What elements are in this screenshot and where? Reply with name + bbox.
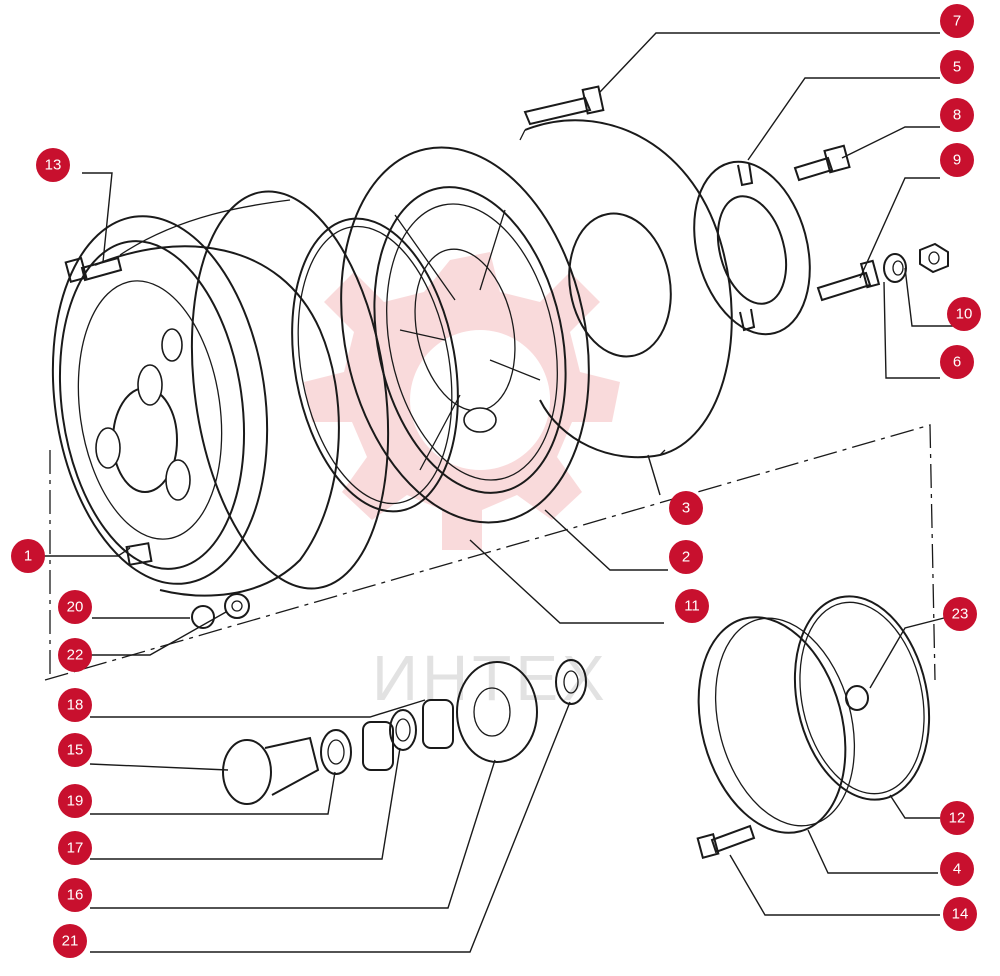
svg-text:21: 21 [62, 933, 79, 950]
part-o-ring [291, 217, 459, 513]
svg-text:2: 2 [682, 549, 690, 566]
part-washer-19 [320, 729, 352, 775]
callout-20: 20 [58, 590, 92, 624]
part-carrier-plate [519, 119, 733, 459]
svg-text:12: 12 [949, 810, 966, 827]
callout-1: 1 [11, 539, 45, 573]
callout-19: 19 [58, 784, 92, 818]
svg-text:14: 14 [952, 906, 969, 923]
callout-12: 12 [940, 801, 974, 835]
svg-text:8: 8 [953, 107, 961, 124]
callouts: 1 2 3 4 5 6 7 8 9 10 11 12 13 14 15 16 1… [11, 4, 981, 958]
callout-7: 7 [940, 4, 974, 38]
callout-13: 13 [36, 148, 70, 182]
callout-22: 22 [58, 638, 92, 672]
svg-text:15: 15 [67, 742, 84, 759]
part-cover-4 [697, 616, 856, 834]
part-thrust-washer [693, 160, 811, 336]
svg-text:13: 13 [45, 157, 62, 174]
svg-text:4: 4 [953, 861, 961, 878]
leader-lines [44, 32, 955, 953]
part-nut-10 [919, 242, 949, 274]
svg-text:6: 6 [953, 354, 961, 371]
svg-text:23: 23 [952, 606, 969, 623]
callout-11: 11 [675, 589, 709, 623]
part-planet-gear-16 [456, 661, 538, 763]
part-plug-23 [845, 685, 869, 711]
svg-text:5: 5 [953, 59, 961, 76]
callout-8: 8 [940, 98, 974, 132]
part-washer-22 [224, 593, 250, 619]
part-plug-20 [191, 605, 215, 629]
svg-text:9: 9 [953, 152, 961, 169]
callout-21: 21 [53, 924, 87, 958]
part-ring-gear [340, 146, 590, 524]
callout-17: 17 [58, 831, 92, 865]
callout-3: 3 [669, 491, 703, 525]
part-nut-6 [883, 253, 907, 283]
part-bolt-14 [696, 824, 756, 859]
svg-text:10: 10 [956, 306, 973, 323]
callout-9: 9 [940, 143, 974, 177]
callout-2: 2 [669, 540, 703, 574]
part-spacer-17 [389, 709, 417, 751]
part-planet-pin [222, 736, 320, 805]
watermark-gear-icon [304, 252, 620, 550]
part-bolt-8 [793, 144, 851, 182]
svg-text:17: 17 [67, 840, 84, 857]
part-bearing-18 [362, 699, 454, 771]
part-washer-21 [555, 659, 587, 705]
part-gasket-12 [793, 595, 931, 801]
part-bolt-9 [816, 259, 881, 302]
svg-text:1: 1 [24, 548, 32, 565]
part-hub-housing [51, 190, 390, 597]
callout-16: 16 [58, 878, 92, 912]
svg-text:16: 16 [67, 887, 84, 904]
svg-text:19: 19 [67, 793, 84, 810]
callout-23: 23 [943, 597, 977, 631]
callout-6: 6 [940, 345, 974, 379]
svg-text:3: 3 [682, 500, 690, 517]
callout-15: 15 [58, 733, 92, 767]
callout-4: 4 [940, 852, 974, 886]
callout-10: 10 [947, 297, 981, 331]
callout-18: 18 [58, 688, 92, 722]
svg-text:18: 18 [67, 697, 84, 714]
svg-text:7: 7 [953, 13, 961, 30]
part-bolt-13 [64, 256, 123, 283]
svg-text:11: 11 [684, 598, 700, 615]
svg-text:20: 20 [67, 599, 84, 616]
callout-5: 5 [940, 50, 974, 84]
svg-text:22: 22 [67, 647, 84, 664]
part-bolt-7 [523, 85, 605, 126]
callout-14: 14 [943, 897, 977, 931]
